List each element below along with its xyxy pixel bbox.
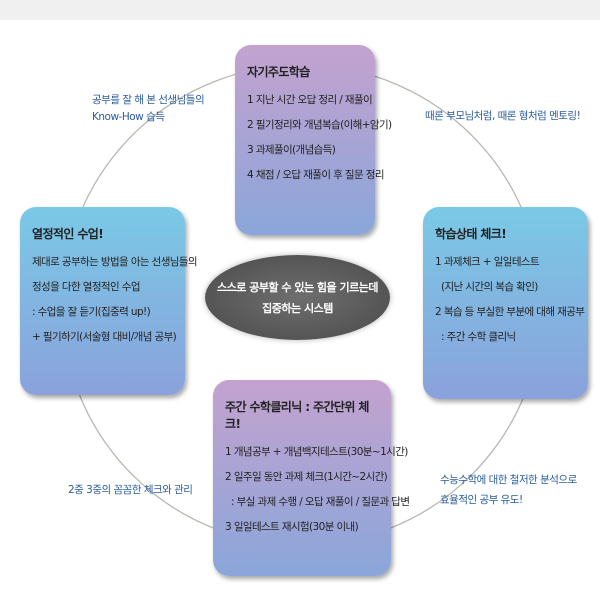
box-line: 2 일주일 동안 과제 체크(1시간~2시간) [225,471,388,483]
box-line: 제대로 공부하는 방법을 아는 선생님들의 [32,256,198,268]
box-line: : 주간 수학 클리닉 [441,331,516,343]
note-line: Know-How 습득 [92,111,165,123]
note-line: 때론 부모님처럼, 때론 형처럼 멘토링! [425,110,581,122]
box-line: 2 복습 등 부실한 부분에 대해 재공부 [435,306,585,318]
passionate-class-box: 열정적인 수업! 제대로 공부하는 방법을 아는 선생님들의 정성을 다한 열정… [20,207,198,395]
note-bottom-left: 2중 3중의 꼼꼼한 체크와 관리 [68,482,193,499]
weekly-math-clinic-box: 주간 수학클리닉 : 주간단위 체크! 1 개념공부 + 개념백지테스트(30분… [213,380,410,576]
box-line: 3 과제풀이(개념습득) [247,144,336,156]
self-directed-learning-box: 자기주도학습 1 지난 시간 오답 정리 / 재풀이 2 필기정리와 개념복습(… [235,45,392,235]
box-line: 3 일일테스트 재시험(30분 이내) [225,521,359,533]
note-line: 효율적인 공부 유도! [440,494,523,506]
note-top-right: 때론 부모님처럼, 때론 형처럼 멘토링! [425,108,581,125]
note-top-left: 공부를 잘 해 본 선생님들의 Know-How 습득 [92,92,205,126]
box-line: + 필기하기(서술형 대비/개념 공부) [32,331,177,343]
top-bar [0,0,600,20]
note-bottom-right: 수능수학에 대한 철저한 분석으로 효율적인 공부 유도! [440,470,577,510]
box-line: 1 과제체크 + 일일테스트 [435,256,540,268]
center-system-ellipse: 스스로 공부할 수 있는 힘을 기르는데 집중하는 시스템 [205,255,390,340]
box-line: : 수업을 잘 듣기(집중력 up!) [32,306,151,318]
box-title: 자기주도학습 [247,65,310,79]
center-text: 스스로 공부할 수 있는 힘을 기르는데 [217,281,378,294]
box-title: 열정적인 수업! [32,227,104,241]
note-line: 공부를 잘 해 본 선생님들의 [92,94,205,106]
box-line: (지난 시간의 복습 확인) [441,281,538,293]
box-title: 학습상태 체크! [435,227,507,241]
learning-status-check-box: 학습상태 체크! 1 과제체크 + 일일테스트 (지난 시간의 복습 확인) 2… [423,207,588,399]
box-line: 2 필기정리와 개념복습(이해+암기) [247,119,392,131]
box-line: 1 지난 시간 오답 정리 / 재풀이 [247,94,373,106]
box-line: 1 개념공부 + 개념백지테스트(30분~1시간) [225,446,408,458]
box-line: 4 채점 / 오답 재풀이 후 질문 정리 [247,169,385,181]
box-line: : 부실 과제 수행 / 오답 재풀이 / 질문과 답변 [231,496,410,508]
box-title: 주간 수학클리닉 : 주간단위 체크! [225,400,369,431]
box-line: 정성을 다한 열정적인 수업 [32,281,140,293]
note-line: 2중 3중의 꼼꼼한 체크와 관리 [68,484,193,496]
note-line: 수능수학에 대한 철저한 분석으로 [440,474,577,486]
center-text: 집중하는 시스템 [262,302,333,315]
